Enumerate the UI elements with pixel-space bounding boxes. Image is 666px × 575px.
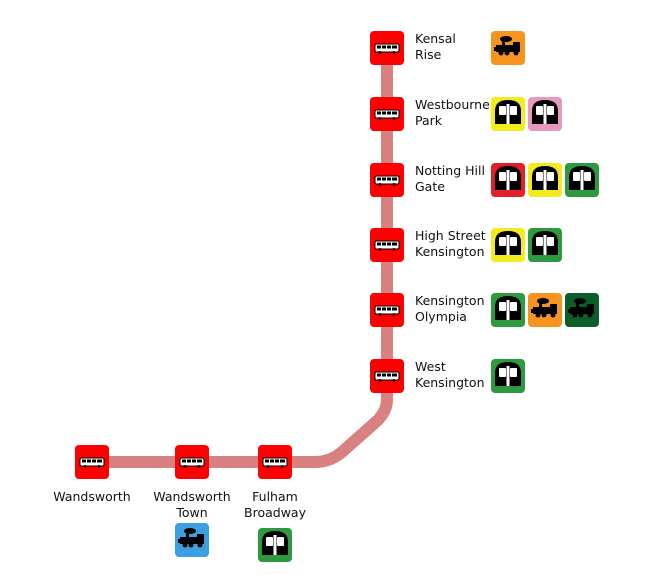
tube-icon [530,98,560,130]
station-fulham-broadway[interactable] [258,445,292,479]
interchange-tube [491,228,525,262]
interchange-steam-train [175,523,209,557]
station-wandsworth[interactable] [75,445,109,479]
interchange-steam-train [528,293,562,327]
station-name-line: Kensington [415,293,485,308]
station-high-street-kensington[interactable] [370,228,404,262]
station-name-line: Wandsworth [53,489,131,504]
interchange-tube [258,528,292,562]
bus-icon [374,301,400,320]
interchange-tube [491,163,525,197]
bus-icon [374,171,400,190]
bus-icon [262,453,288,472]
tube-icon [493,164,523,196]
tube-icon [493,360,523,392]
station-name-line: West [415,359,446,374]
station-name-line: Kensal [415,31,456,46]
tube-icon [493,294,523,326]
interchange-tube [491,293,525,327]
station-name-line: Fulham [252,489,298,504]
interchange-tube [491,97,525,131]
station-name-line: Gate [415,179,445,194]
bus-icon [374,105,400,124]
station-name-line: Town [176,505,208,520]
bus-icon [374,39,400,58]
interchange-tube [528,97,562,131]
station-name-line: Kensington [415,244,485,259]
interchange-steam-train [491,31,525,65]
tube-icon [530,164,560,196]
tube-icon [260,529,290,561]
interchange-steam-train [565,293,599,327]
station-name-line: Westbourne [415,97,490,112]
bus-icon [179,453,205,472]
interchange-tube [491,359,525,393]
station-name-line: High Street [415,228,486,243]
steam-train-icon [177,527,207,553]
bus-icon [79,453,105,472]
interchange-tube [565,163,599,197]
station-name-line: Olympia [415,309,467,324]
station-name-line: Rise [415,47,442,62]
tube-icon [530,229,560,261]
tube-icon [493,98,523,130]
station-name-line: Park [415,113,443,128]
station-westbourne-park[interactable] [370,97,404,131]
tube-icon [493,229,523,261]
station-kensal-rise[interactable] [370,31,404,65]
interchange-tube [528,228,562,262]
steam-train-icon [530,297,560,323]
station-name-line: Notting Hill [415,163,485,178]
station-kensington-olympia[interactable] [370,293,404,327]
steam-train-icon [493,35,523,61]
station-name-line: Kensington [415,375,485,390]
tube-icon [567,164,597,196]
station-notting-hill-gate[interactable] [370,163,404,197]
station-name-line: Wandsworth [153,489,231,504]
station-name-line: Broadway [244,505,306,520]
steam-train-icon [567,297,597,323]
station-wandsworth-town[interactable] [175,445,209,479]
bus-icon [374,236,400,255]
interchange-tube [528,163,562,197]
station-west-kensington[interactable] [370,359,404,393]
bus-icon [374,367,400,386]
station-label: Wandsworth [32,489,152,505]
